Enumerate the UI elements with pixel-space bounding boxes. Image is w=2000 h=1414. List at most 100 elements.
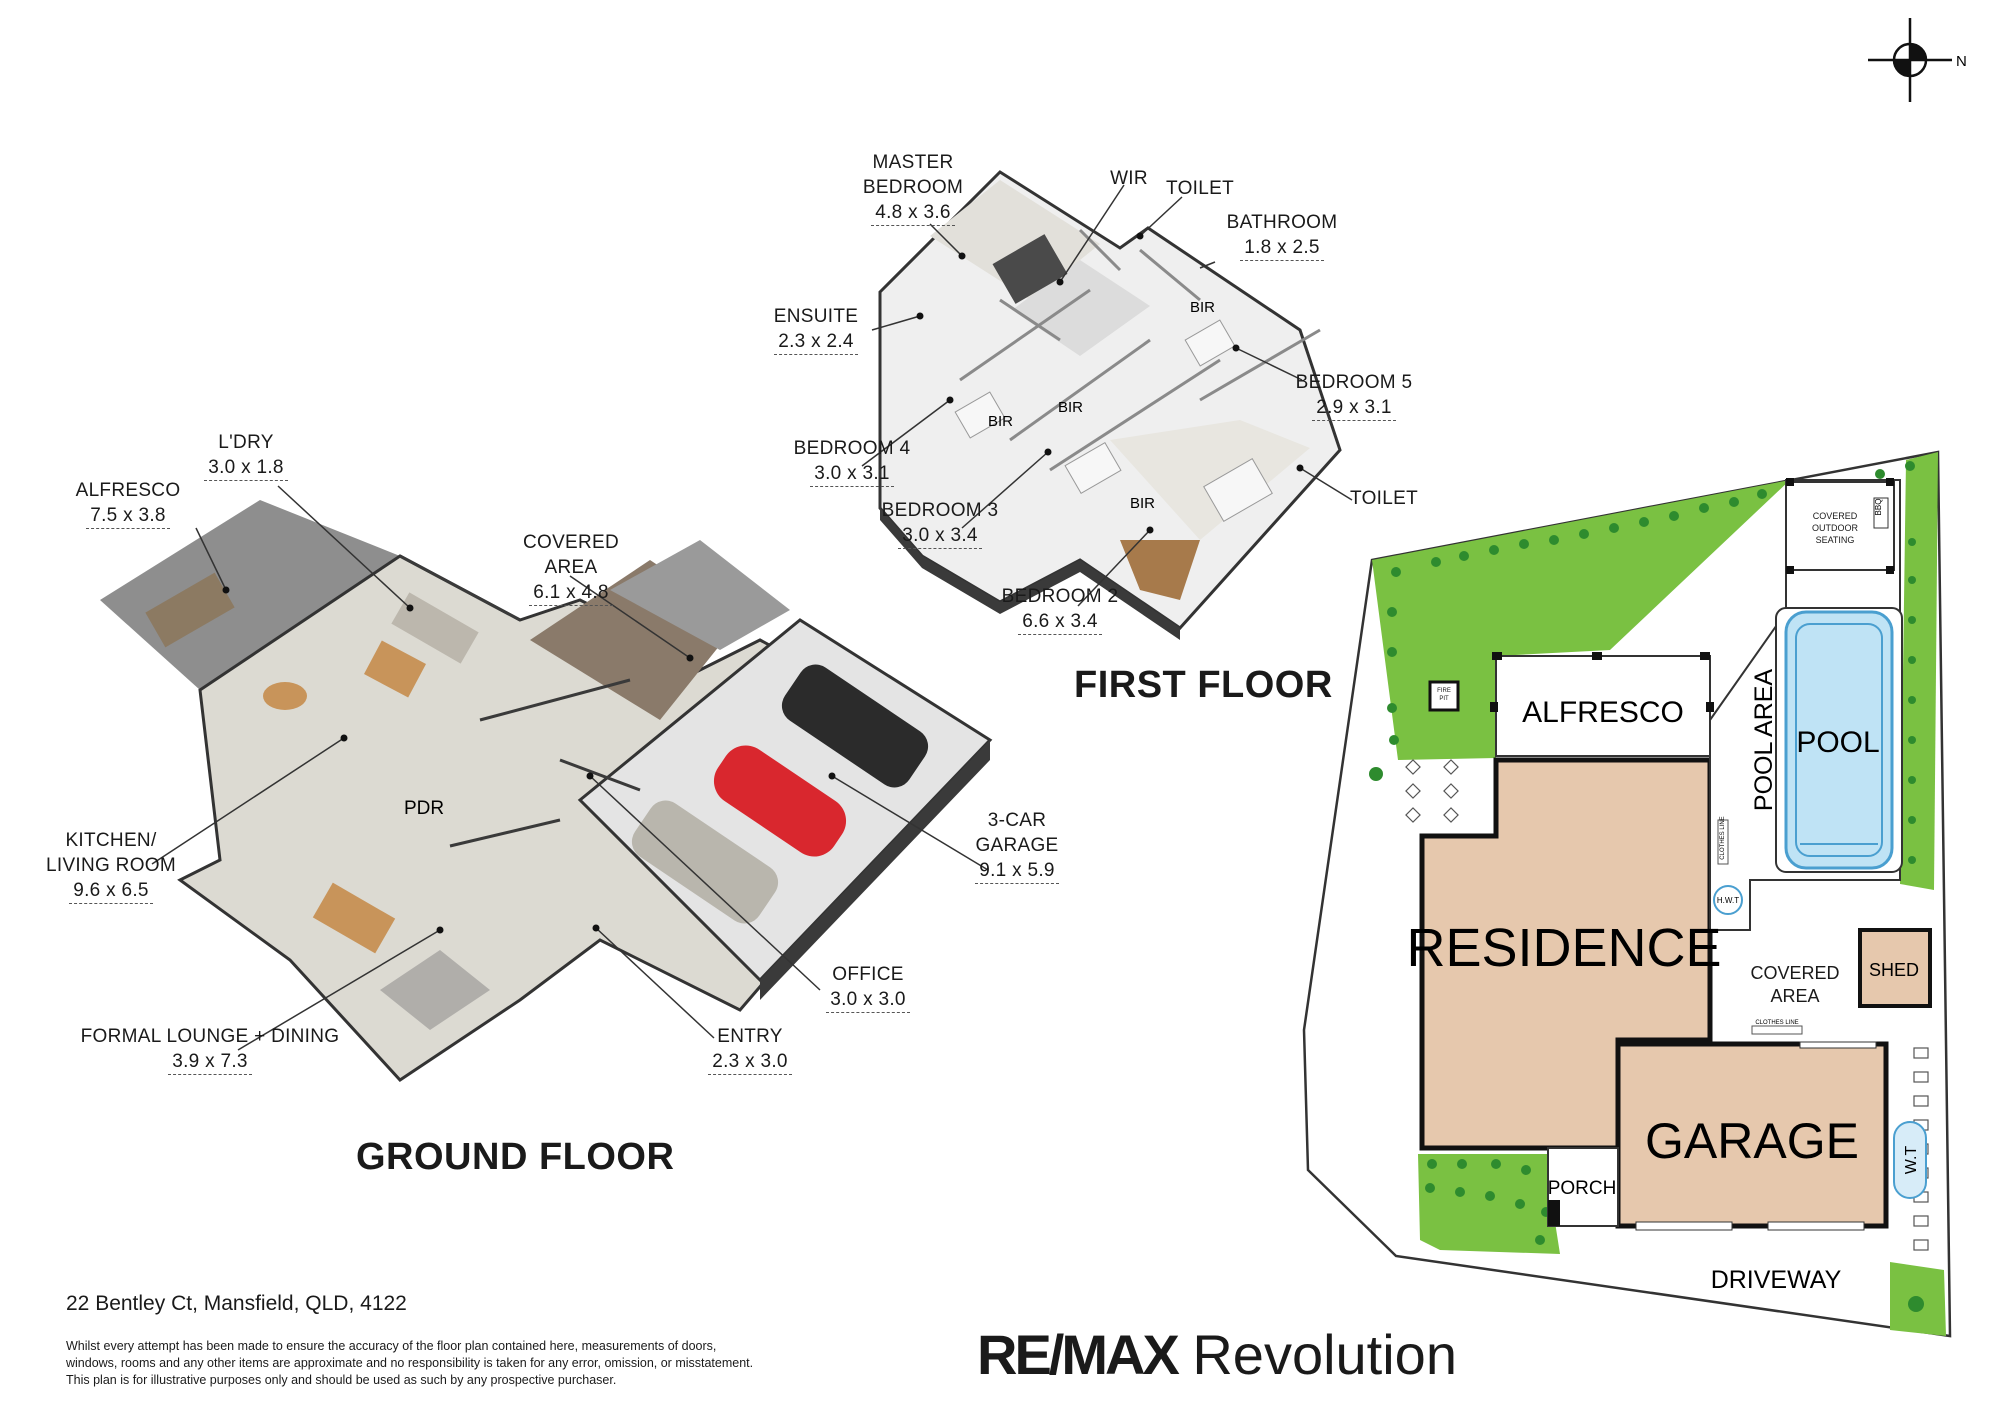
hwt-tank: [1713, 885, 1743, 915]
label-wir: WIR: [1104, 166, 1154, 191]
site-clothes-line-label-2: CLOTHES LINE: [1755, 1020, 1798, 1026]
room-dims: 9.1 x 5.9: [975, 858, 1059, 884]
label-bathroom: BATHROOM 1.8 x 2.5: [1222, 210, 1342, 261]
first-floor-leaders: [861, 184, 1353, 607]
site-alfresco-label: ALFRESCO: [1522, 696, 1684, 729]
room-name: WIR: [1110, 168, 1148, 189]
label-alfresco: ALFRESCO 7.5 x 3.8: [72, 478, 184, 529]
room-dims: 1.8 x 2.5: [1240, 235, 1324, 261]
room-name: MASTER BEDROOM: [862, 152, 964, 198]
label-bedroom-3: BEDROOM 3 3.0 x 3.4: [880, 498, 1000, 549]
room-name: TOILET: [1166, 178, 1234, 199]
bbq-box: [1873, 497, 1889, 529]
disclaimer-line: This plan is for illustrative purposes o…: [66, 1373, 617, 1387]
site-pool-label: POOL: [1796, 726, 1879, 759]
room-dims: 3.0 x 1.8: [204, 455, 288, 481]
site-garage: [1615, 1041, 1889, 1229]
site-wt-label: W.T: [1903, 1146, 1920, 1175]
disclaimer-line: Whilst every attempt has been made to en…: [66, 1339, 717, 1353]
label-office: OFFICE 3.0 x 3.0: [818, 962, 918, 1013]
site-alfresco: [1495, 655, 1711, 757]
compass-rose: N: [1868, 18, 1967, 102]
label-toilet-lower: TOILET: [1344, 486, 1424, 511]
disclaimer-line: windows, rooms and any other items are a…: [66, 1356, 754, 1370]
room-name: ENTRY: [717, 1026, 783, 1047]
site-pool: [1784, 610, 1894, 870]
bir-label-bed3: BIR: [1058, 399, 1083, 416]
site-covered-outdoor-label: COVERED OUTDOOR SEATING: [1812, 511, 1858, 545]
compass-n-label: N: [1956, 53, 1967, 70]
bir-label-bed5: BIR: [1190, 299, 1215, 316]
room-name: ALFRESCO: [75, 480, 181, 501]
label-formal-lounge: FORMAL LOUNGE + DINING 3.9 x 7.3: [80, 1024, 340, 1075]
ground-floor-model: [100, 500, 993, 1082]
property-address: 22 Bentley Ct, Mansfield, QLD, 4122: [66, 1292, 407, 1315]
label-3car-garage: 3-CAR GARAGE 9.1 x 5.9: [962, 808, 1072, 884]
remax-brand-name: Revolution: [1192, 1323, 1457, 1386]
room-name: COVERED AREA: [522, 532, 620, 578]
room-dims: 3.9 x 7.3: [168, 1049, 252, 1075]
room-name: BEDROOM 3: [881, 500, 999, 521]
label-master-bedroom: MASTER BEDROOM 4.8 x 3.6: [848, 150, 978, 226]
label-toilet-upper: TOILET: [1160, 176, 1240, 201]
room-dims: 6.6 x 3.4: [1018, 609, 1102, 635]
site-bbq-label: BBQ: [1874, 499, 1883, 516]
site-clothes-line-label-1: CLOTHES LINE: [1720, 816, 1726, 859]
site-shed: [1858, 928, 1932, 1008]
remax-logo: RE/MAX Revolution: [977, 1325, 1457, 1385]
room-name: BEDROOM 5: [1295, 372, 1413, 393]
lawn-areas: [1372, 452, 1946, 1336]
pdr-label: PDR: [404, 798, 444, 819]
site-pool-area-label: POOL AREA: [1750, 669, 1778, 812]
room-dims: 7.5 x 3.8: [86, 503, 170, 529]
site-residence: [1419, 757, 1713, 1151]
label-bedroom-2: BEDROOM 2 6.6 x 3.4: [1000, 584, 1120, 635]
room-dims: 6.1 x 4.8: [529, 580, 613, 606]
room-dims: 3.0 x 3.1: [810, 461, 894, 487]
label-bedroom-4: BEDROOM 4 3.0 x 3.1: [792, 436, 912, 487]
room-dims: 3.0 x 3.4: [898, 523, 982, 549]
bir-label-bed4: BIR: [988, 413, 1013, 430]
room-dims: 4.8 x 3.6: [871, 200, 955, 226]
site-fire-pit-label: FIRE PIT: [1437, 688, 1451, 702]
room-name: 3-CAR GARAGE: [975, 810, 1059, 856]
room-dims: 2.3 x 3.0: [708, 1049, 792, 1075]
site-garage-label: GARAGE: [1645, 1113, 1859, 1169]
label-ensuite: ENSUITE 2.3 x 2.4: [766, 304, 866, 355]
site-driveway-label: DRIVEWAY: [1711, 1266, 1842, 1294]
site-porch-label: PORCH: [1548, 1178, 1617, 1199]
disclaimer: Whilst every attempt has been made to en…: [66, 1338, 866, 1389]
fire-pit: [1428, 680, 1460, 712]
water-tank: [1893, 1121, 1927, 1199]
room-name: OFFICE: [832, 964, 904, 985]
room-dims: 2.3 x 2.4: [774, 329, 858, 355]
room-name: BEDROOM 2: [1001, 586, 1119, 607]
room-name: TOILET: [1350, 488, 1418, 509]
site-covered-area-label: COVERED AREA: [1750, 963, 1840, 1006]
room-name: FORMAL LOUNGE + DINING: [80, 1026, 340, 1047]
room-dims: 2.9 x 3.1: [1312, 395, 1396, 421]
room-dims: 3.0 x 3.0: [826, 987, 910, 1013]
site-hwt-label: H.W.T: [1717, 896, 1739, 905]
room-name: KITCHEN/ LIVING ROOM: [46, 830, 176, 876]
bir-label-bed2: BIR: [1130, 495, 1155, 512]
site-residence-label: RESIDENCE: [1406, 918, 1721, 978]
site-shed-label: SHED: [1869, 960, 1919, 980]
room-name: ENSUITE: [773, 306, 859, 327]
label-entry: ENTRY 2.3 x 3.0: [700, 1024, 800, 1075]
room-name: BATHROOM: [1226, 212, 1338, 233]
room-name: BEDROOM 4: [793, 438, 911, 459]
first-floor-title: FIRST FLOOR: [1074, 664, 1333, 706]
room-dims: 9.6 x 6.5: [69, 878, 153, 904]
label-covered-area: COVERED AREA 6.1 x 4.8: [496, 530, 646, 606]
remax-mark: RE/MAX: [977, 1323, 1180, 1386]
ground-floor-title: GROUND FLOOR: [356, 1136, 675, 1178]
label-laundry: L'DRY 3.0 x 1.8: [196, 430, 296, 481]
ground-floor-leaders: [151, 485, 989, 1051]
label-kitchen-living: KITCHEN/ LIVING ROOM 9.6 x 6.5: [46, 828, 176, 904]
room-name: L'DRY: [218, 432, 274, 453]
first-floor-model: [878, 170, 1342, 640]
